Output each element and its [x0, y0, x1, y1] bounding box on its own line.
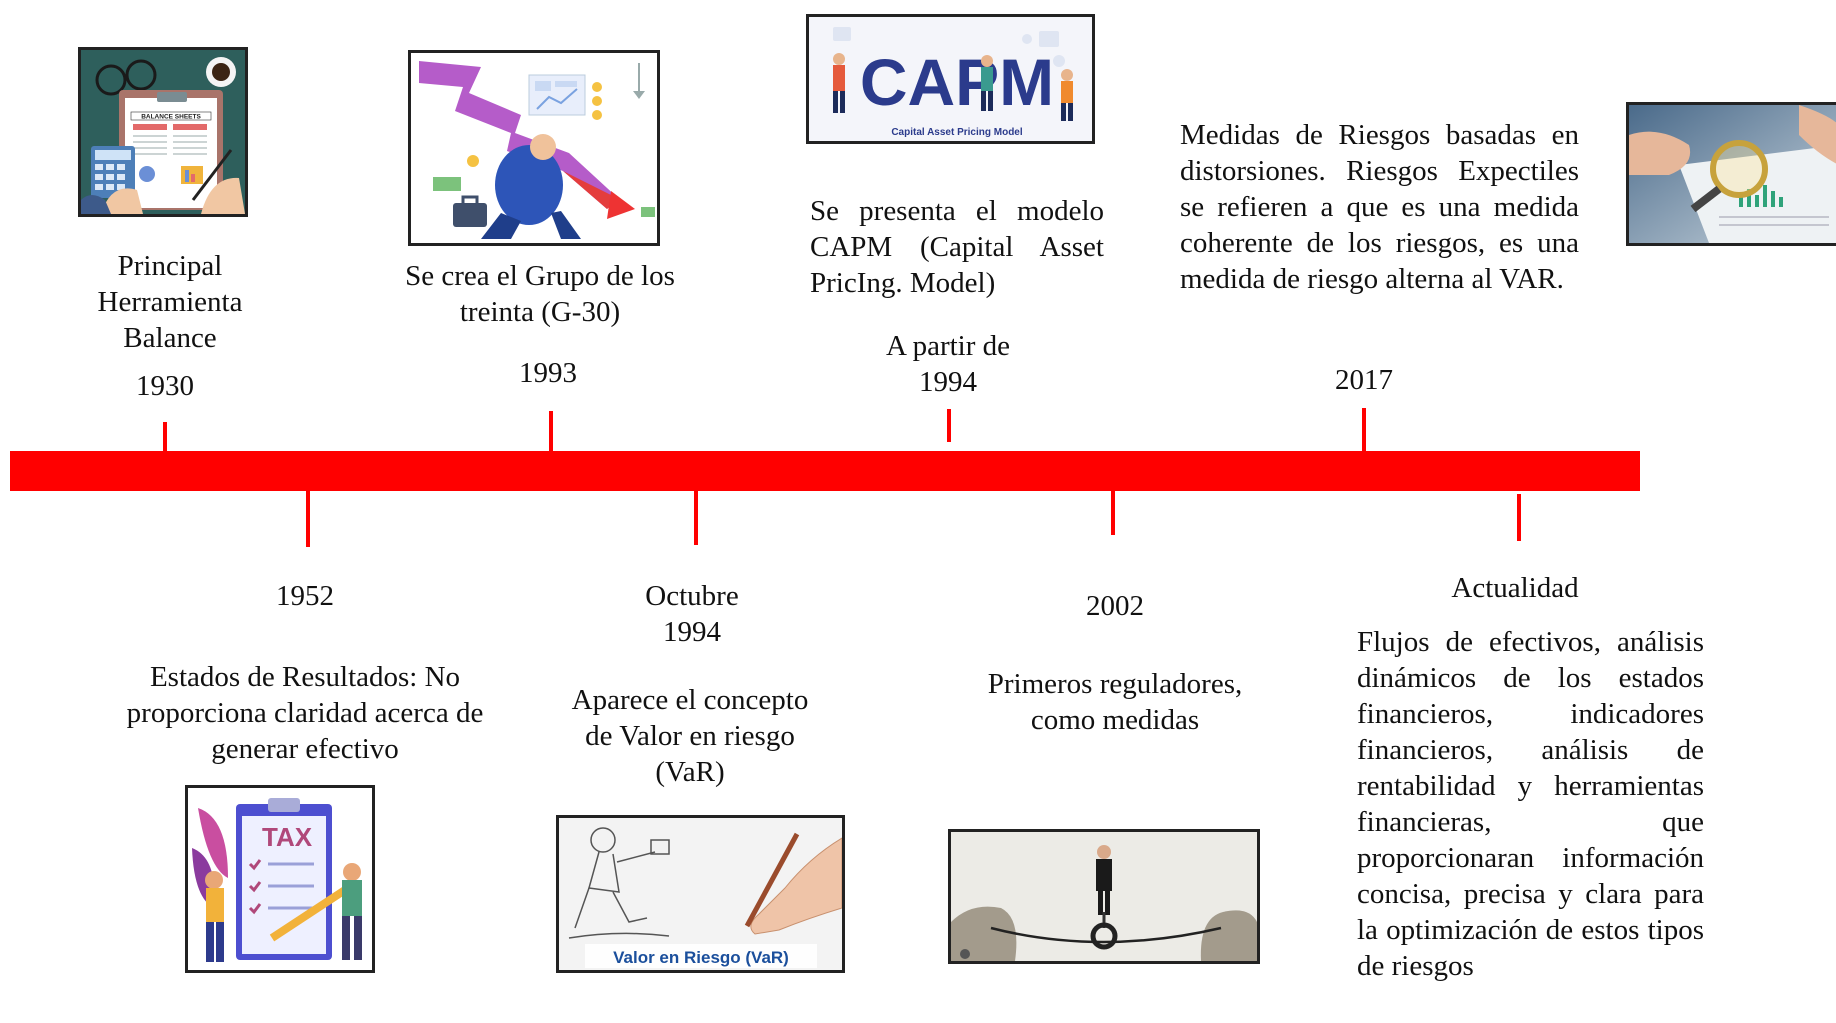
balance-sheet-label: BALANCE SHEETS	[141, 114, 201, 121]
capm-logo: CAPM Capital Asset Pricing Model	[806, 14, 1095, 144]
event-2017-year: 2017	[1335, 364, 1393, 396]
magnifying-glass-photo	[1626, 102, 1836, 246]
event-1993-year: 1993	[519, 357, 577, 389]
event-oct-1994-year: Octubre 1994	[645, 580, 739, 648]
tick-actualidad	[1517, 494, 1521, 541]
falling-chart-illustration	[408, 50, 660, 246]
tax-label: TAX	[262, 822, 313, 852]
tick-1952	[306, 491, 310, 547]
var-sketch-illustration: Valor en Riesgo (VaR)	[556, 815, 845, 973]
tick-1993	[549, 411, 553, 451]
tick-oct-1994	[694, 491, 698, 545]
tick-2017	[1362, 408, 1366, 451]
tax-clipboard-illustration: TAX	[185, 785, 375, 973]
event-2002-year: 2002	[1086, 590, 1144, 622]
capm-caption: Capital Asset Pricing Model	[891, 127, 1023, 138]
balance-sheet-illustration: BALANCE SHEETS	[78, 47, 248, 217]
event-actualidad-title: Flujos de efectivos, análisis dinámicos …	[1357, 626, 1704, 982]
event-1930-title: Principal Herramienta Balance	[97, 250, 243, 354]
event-2002-title: Primeros reguladores, como medidas	[987, 668, 1243, 736]
event-actualidad-year: Actualidad	[1451, 572, 1579, 604]
event-oct-1994-title: Aparece el concepto de Valor en riesgo (…	[571, 684, 809, 788]
event-1952-title: Estados de Resultados: No proporciona cl…	[126, 661, 484, 765]
event-2017-title: Medidas de Riesgos basadas en distorsion…	[1180, 119, 1579, 295]
event-1930-year: 1930	[136, 370, 194, 402]
capm-logo-text: CAPM	[860, 45, 1054, 119]
tick-2002	[1111, 491, 1115, 535]
event-1994-year: A partir de 1994	[885, 330, 1010, 398]
timeline-bar	[10, 451, 1640, 491]
event-1952-year: 1952	[276, 580, 334, 612]
event-1993-title: Se crea el Grupo de los treinta (G-30)	[405, 260, 675, 328]
var-caption: Valor en Riesgo (VaR)	[613, 948, 789, 967]
tick-1930	[163, 422, 167, 451]
event-1994-title: Se presenta el modelo CAPM (Capital Asse…	[810, 195, 1104, 299]
unicycle-tightrope-photo	[948, 829, 1260, 964]
tick-1994	[947, 409, 951, 442]
